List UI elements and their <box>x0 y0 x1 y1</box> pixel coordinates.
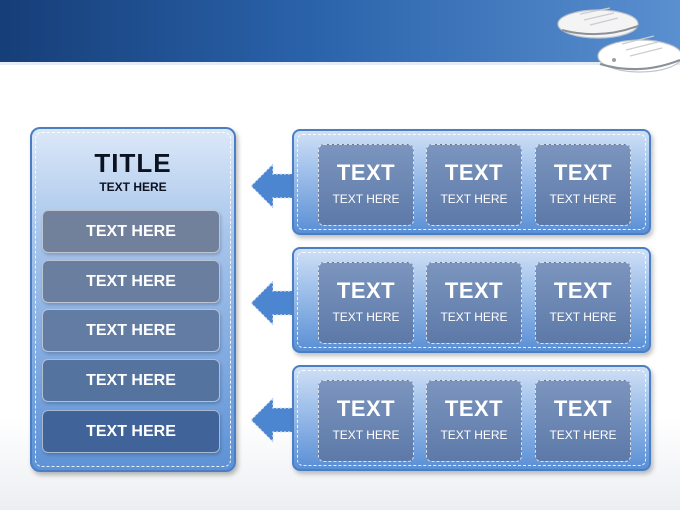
sneakers-image <box>557 7 680 73</box>
row-cell: TEXT TEXT HERE <box>535 144 631 226</box>
cell-text: TEXT HERE <box>332 428 400 442</box>
arrow-left-icon <box>250 396 294 444</box>
row-cell: TEXT TEXT HERE <box>426 262 522 344</box>
row-cell: TEXT TEXT HERE <box>318 262 414 344</box>
cell-title: TEXT <box>336 278 396 303</box>
cell-text: TEXT HERE <box>440 310 508 324</box>
left-item-5: TEXT HERE <box>42 410 220 453</box>
left-item-3: TEXT HERE <box>42 309 220 352</box>
row-cell: TEXT TEXT HERE <box>318 380 414 462</box>
arrow-left-icon <box>250 279 294 327</box>
cell-title: TEXT <box>444 160 504 185</box>
row-cell: TEXT TEXT HERE <box>426 144 522 226</box>
panel-subtitle: TEXT HERE <box>99 180 167 194</box>
cell-title: TEXT <box>336 396 396 421</box>
row-panel-1: TEXT TEXT HERE TEXT TEXT HERE TEXT TEXT … <box>292 129 651 235</box>
cell-text: TEXT HERE <box>549 310 617 324</box>
row-cell: TEXT TEXT HERE <box>535 262 631 344</box>
left-item-4: TEXT HERE <box>42 359 220 402</box>
row-cell: TEXT TEXT HERE <box>318 144 414 226</box>
row-panel-3: TEXT TEXT HERE TEXT TEXT HERE TEXT TEXT … <box>292 365 651 471</box>
cell-text: TEXT HERE <box>549 192 617 206</box>
cell-text: TEXT HERE <box>440 192 508 206</box>
cell-title: TEXT <box>553 278 613 303</box>
cell-title: TEXT <box>553 396 613 421</box>
arrow-left-icon <box>250 162 294 210</box>
row-cell: TEXT TEXT HERE <box>535 380 631 462</box>
left-item-1: TEXT HERE <box>42 210 220 253</box>
row-panel-2: TEXT TEXT HERE TEXT TEXT HERE TEXT TEXT … <box>292 247 651 353</box>
cell-text: TEXT HERE <box>332 310 400 324</box>
row-cell: TEXT TEXT HERE <box>426 380 522 462</box>
cell-title: TEXT <box>444 278 504 303</box>
cell-title: TEXT <box>444 396 504 421</box>
cell-title: TEXT <box>336 160 396 185</box>
cell-text: TEXT HERE <box>549 428 617 442</box>
cell-title: TEXT <box>553 160 613 185</box>
header-banner <box>0 0 680 73</box>
left-item-2: TEXT HERE <box>42 260 220 303</box>
panel-title: TITLE <box>94 148 172 178</box>
cell-text: TEXT HERE <box>332 192 400 206</box>
left-panel: TITLE TEXT HERE TEXT HERE TEXT HERE TEXT… <box>30 127 236 472</box>
cell-text: TEXT HERE <box>440 428 508 442</box>
